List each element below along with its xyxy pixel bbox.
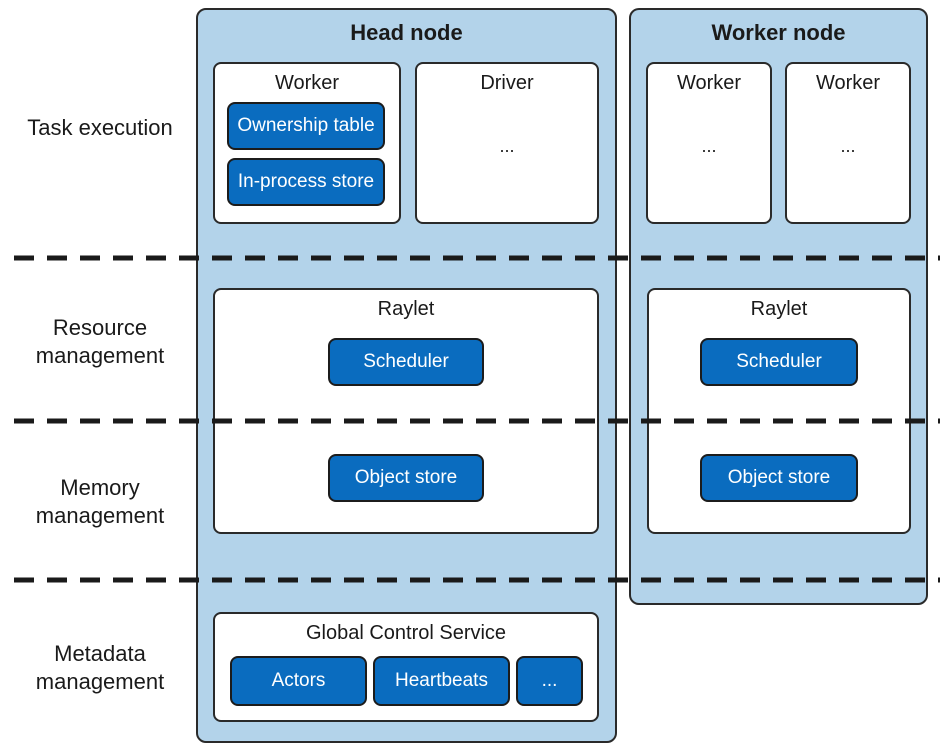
head-node-title: Head node: [350, 20, 463, 45]
layer-label-task-execution: Task execution: [27, 115, 173, 140]
gcs-title: Global Control Service: [305, 622, 507, 644]
driver-ellipsis: ...: [499, 136, 515, 156]
worker-scheduler-pill: Scheduler: [700, 338, 858, 386]
worker-raylet-title: Raylet: [750, 298, 808, 320]
worker-object-store-pill: Object store: [700, 454, 858, 502]
gcs-more-pill: ...: [516, 656, 583, 706]
head-worker-title: Worker: [274, 72, 340, 94]
head-object-store-pill: Object store: [328, 454, 484, 502]
head-raylet-title: Raylet: [377, 298, 435, 320]
worker-node-worker-title-1: Worker: [676, 72, 742, 94]
worker-node-worker-ellipsis-1: ...: [701, 136, 717, 156]
heartbeats-pill: Heartbeats: [373, 656, 510, 706]
worker-node-worker-box-2: [785, 62, 911, 224]
layer-label-resource-management: Resource management: [35, 315, 165, 368]
ownership-table-pill: Ownership table: [227, 102, 385, 150]
layer-label-memory-management: Memory management: [35, 475, 165, 528]
worker-node-title: Worker node: [711, 20, 846, 45]
head-scheduler-pill: Scheduler: [328, 338, 484, 386]
worker-node-worker-box-1: [646, 62, 772, 224]
worker-node-worker-ellipsis-2: ...: [840, 136, 856, 156]
layer-label-metadata-management: Metadata management: [35, 641, 165, 694]
in-process-store-pill: In-process store: [227, 158, 385, 206]
driver-box: [415, 62, 599, 224]
worker-node-worker-title-2: Worker: [815, 72, 881, 94]
driver-title: Driver: [480, 72, 534, 94]
actors-pill: Actors: [230, 656, 367, 706]
